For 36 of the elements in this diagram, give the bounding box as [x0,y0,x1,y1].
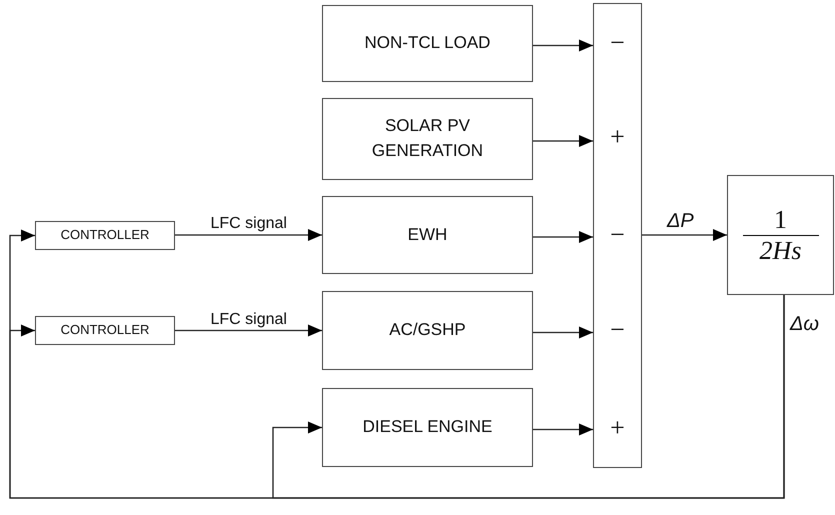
process-block [322,98,533,180]
block-label: EWH [406,224,448,246]
denominator: 2Hs [758,236,802,266]
sign-symbol: − [609,30,626,56]
process-block [322,196,533,274]
arrow [175,229,322,241]
transfer-function-block [727,175,834,295]
signal-label: Δω [790,313,819,336]
sign-symbol: + [609,124,626,150]
edge-label: LFC signal [210,310,287,328]
block-label: DIESEL ENGINE [362,416,494,438]
arrow [533,424,593,436]
controller-block [35,221,175,250]
arrow [533,40,593,52]
sign-symbol: − [609,317,626,343]
process-block [322,388,533,467]
process-block [322,291,533,370]
block-label: NON-TCL LOAD [364,32,492,54]
controller-block [35,316,175,345]
sign-symbol: + [609,415,626,441]
arrow [642,229,727,241]
arrow [272,295,785,499]
block-label: CONTROLLER [60,321,150,340]
arrow [533,231,593,243]
arrow [175,324,322,336]
block-label: AC/GSHP [388,319,467,342]
arrow [533,135,593,147]
block-label: CONTROLLER [60,226,150,244]
block-label: SOLAR PV GENERATION [370,115,484,162]
summing-junction [593,3,642,468]
sign-symbol: − [609,222,626,248]
process-block [322,5,533,82]
arrow [533,326,593,338]
edge-label: ΔP [667,210,694,233]
edge-label: LFC signal [210,215,287,233]
numerator: 1 [742,204,818,236]
